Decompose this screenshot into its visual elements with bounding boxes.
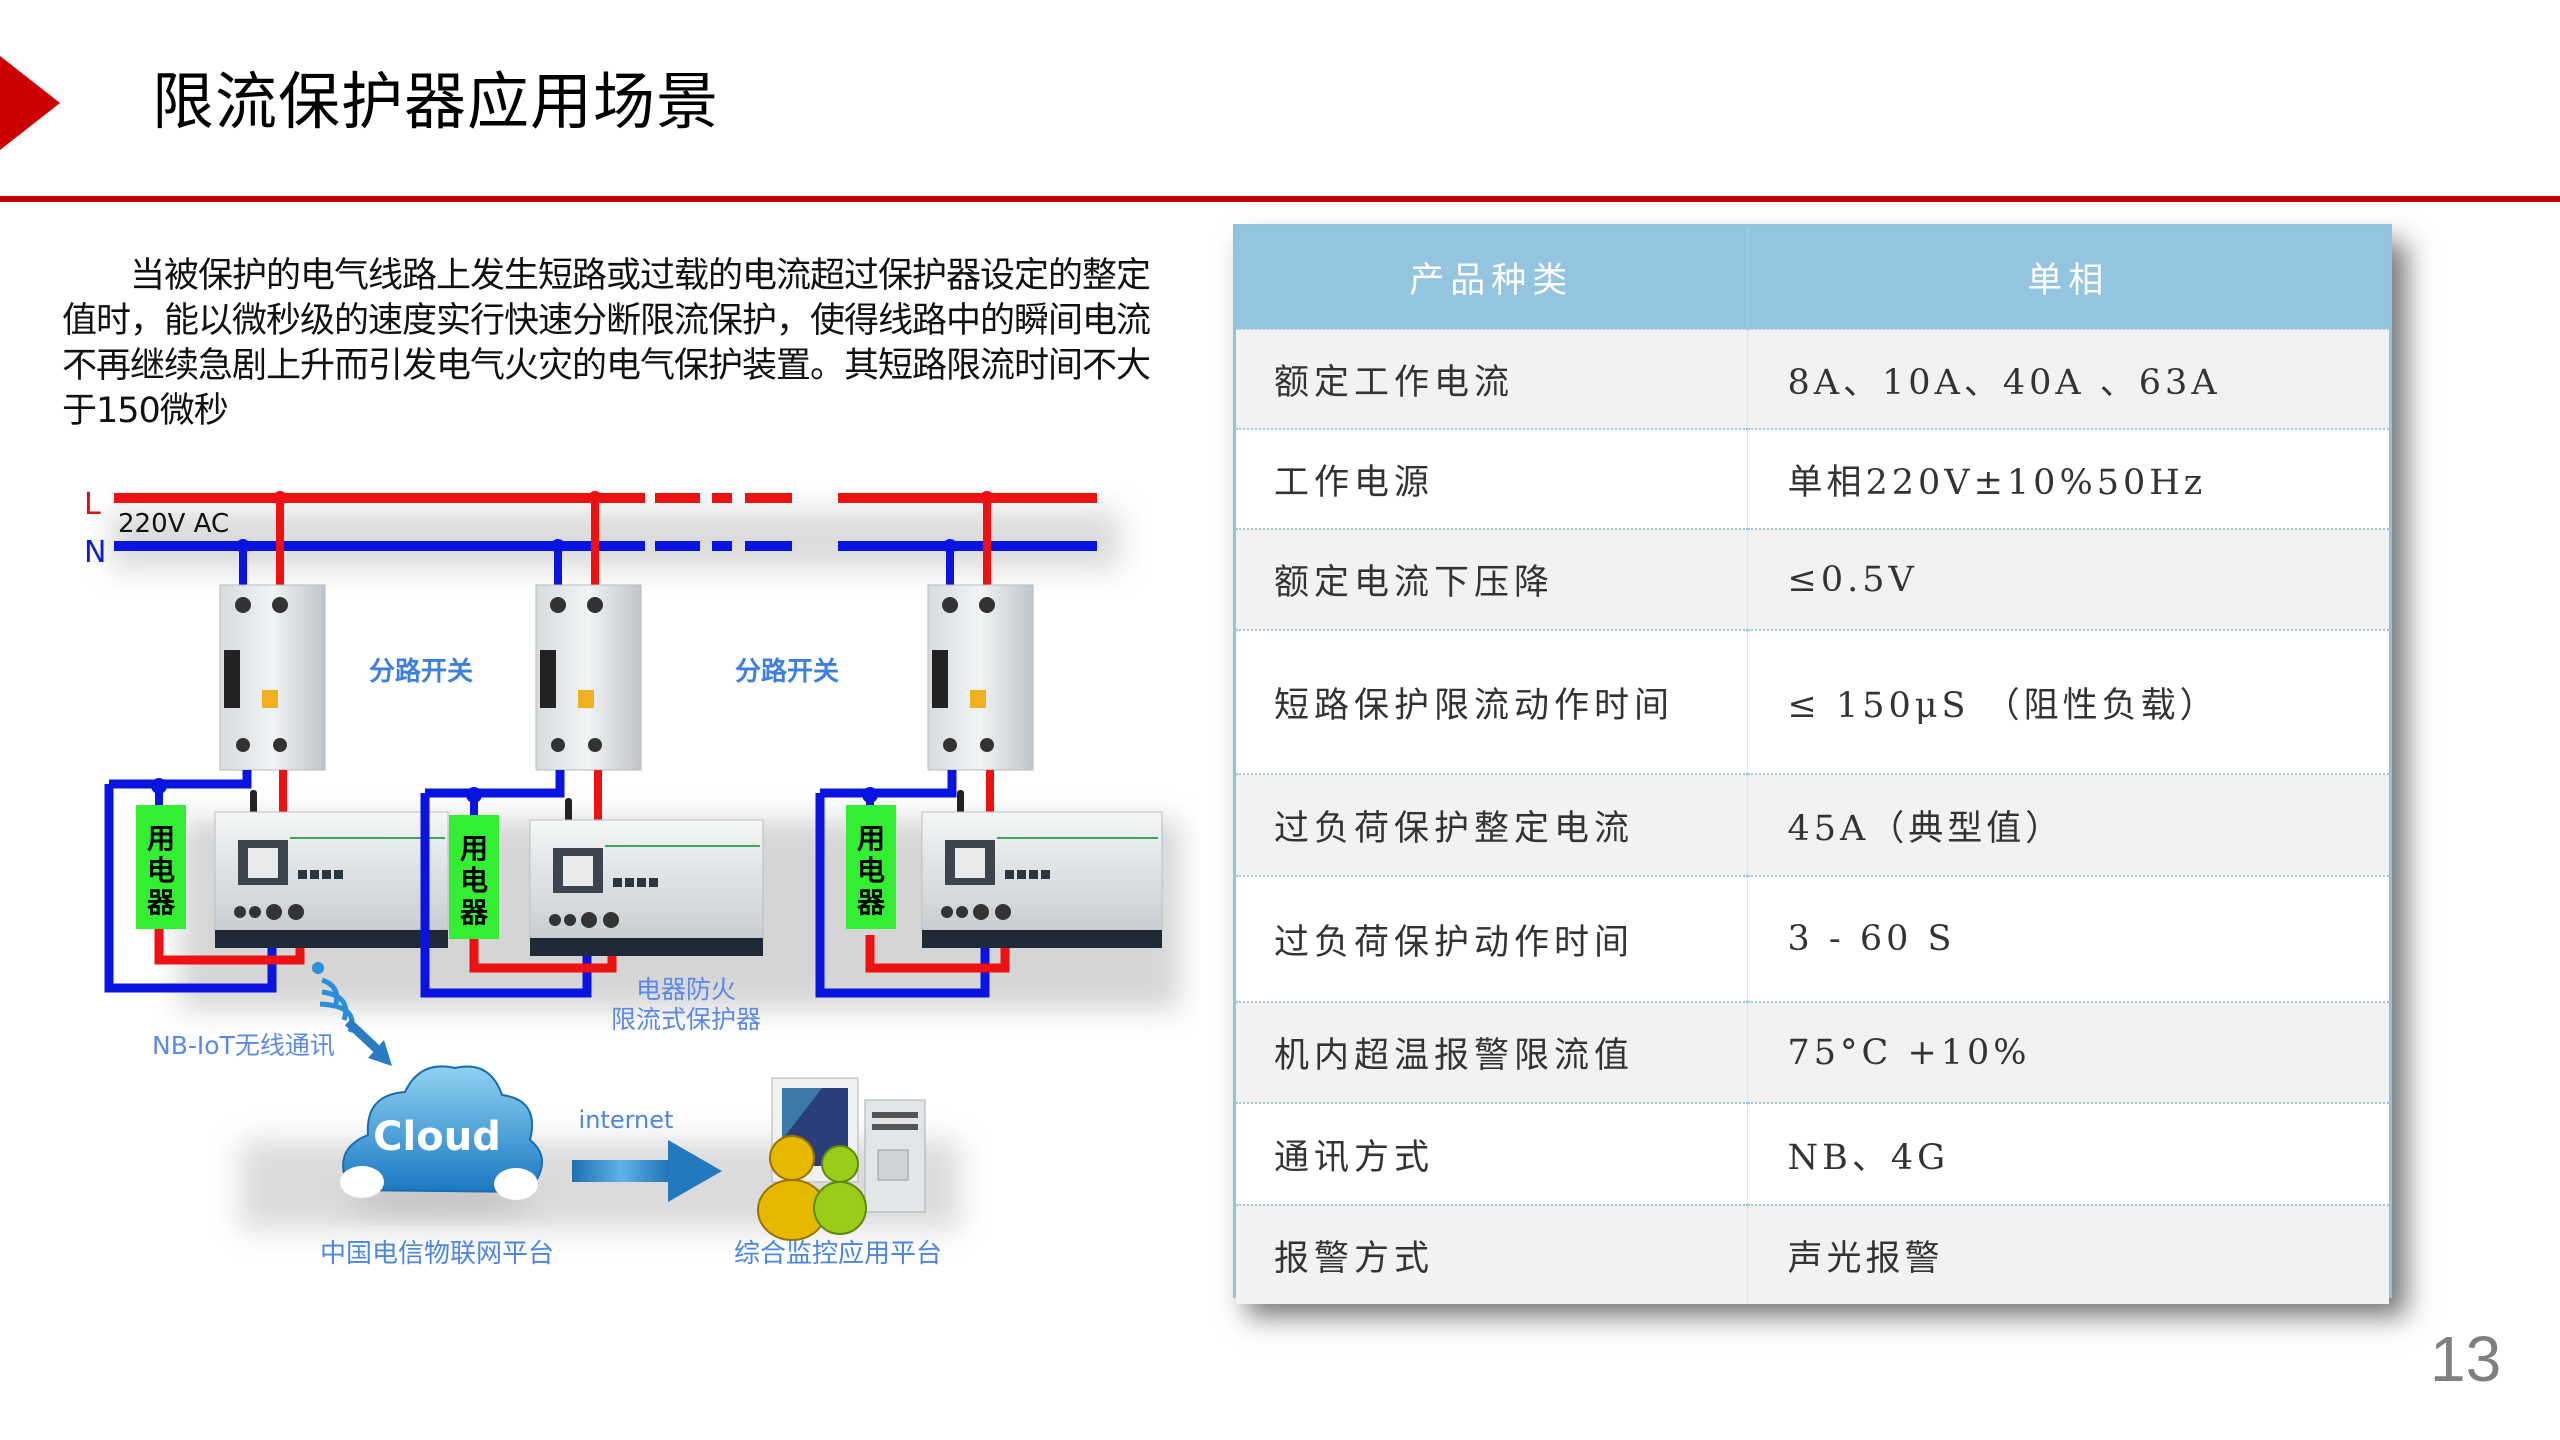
value-cell: 声光报警 (1747, 1204, 2389, 1304)
value-cell: 75°C +10% (1747, 1001, 2389, 1103)
table-row: 过负荷保护动作时间 3 - 60 S (1236, 875, 2389, 1002)
value-cell: NB、4G (1747, 1102, 2389, 1205)
value-cell: 单相220V±10%50Hz (1747, 428, 2389, 529)
load-label-char: 器 (856, 886, 886, 919)
load-label-char: 用 (147, 822, 175, 855)
table-row: 通讯方式 NB、4G (1236, 1102, 2389, 1205)
branch-circuit-1: 用 电 器 (104, 491, 449, 993)
limiting-protector-2 (529, 798, 764, 956)
param-cell: 工作电源 (1236, 428, 1748, 529)
spec-table: 产品种类 单相 额定工作电流 8A、10A、40A 、63A 工作电源 单相22… (1236, 227, 2389, 1304)
param-cell: 额定电流下压降 (1236, 528, 1748, 630)
application-diagram: L N 220V AC 用 电 器 (84, 487, 1180, 1269)
load-label-char: 用 (857, 822, 885, 855)
table-row: 工作电源 单相220V±10%50Hz (1236, 428, 2389, 529)
wireless-label: NB-IoT无线通讯 (152, 1031, 335, 1060)
table-row: 短路保护限流动作时间 ≤ 150μS （阻性负载） (1236, 629, 2389, 774)
branch-switch-label: 分路开关 (735, 656, 839, 687)
column-header-product-type: 产品种类 (1236, 227, 1748, 329)
page-number: 13 (2430, 1323, 2502, 1395)
load-label-char: 用 (460, 832, 488, 865)
cloud-text: Cloud (373, 1114, 501, 1160)
value-cell: ≤0.5V (1747, 528, 2389, 630)
title-arrow-icon (0, 56, 60, 150)
load-device-2: 用 电 器 (449, 815, 499, 939)
param-cell: 过负荷保护整定电流 (1236, 773, 1748, 876)
table-row: 报警方式 声光报警 (1236, 1204, 2389, 1304)
param-cell: 短路保护限流动作时间 (1236, 629, 1748, 774)
line-n-label: N (84, 535, 106, 570)
monitor-platform-label: 综合监控应用平台 (734, 1239, 942, 1269)
table-row: 额定工作电流 8A、10A、40A 、63A (1236, 328, 2389, 429)
table-row: 过负荷保护整定电流 45A（典型值） (1236, 773, 2389, 876)
spec-table-container: 产品种类 单相 额定工作电流 8A、10A、40A 、63A 工作电源 单相22… (1233, 224, 2392, 1304)
table-row: 额定电流下压降 ≤0.5V (1236, 528, 2389, 630)
load-device-1: 用 电 器 (136, 805, 186, 929)
breaker-switch-1 (219, 584, 326, 771)
load-device-3: 用 电 器 (846, 805, 896, 929)
uplink-arrow-icon (344, 1018, 392, 1066)
param-cell: 机内超温报警限流值 (1236, 1001, 1748, 1103)
param-cell: 报警方式 (1236, 1204, 1748, 1304)
load-label-char: 电 (147, 854, 175, 887)
value-cell: ≤ 150μS （阻性负载） (1747, 629, 2389, 774)
branch-circuit-3: 用 电 器 (815, 491, 1163, 998)
title-divider (0, 196, 2560, 202)
value-cell: 45A（典型值） (1747, 773, 2389, 876)
table-row: 机内超温报警限流值 75°C +10% (1236, 1001, 2389, 1103)
internet-label: internet (579, 1106, 674, 1134)
voltage-label: 220V AC (118, 509, 229, 539)
branch-switch-label: 分路开关 (369, 656, 473, 687)
protector-label-line1: 电器防火 (636, 975, 736, 1004)
value-cell: 3 - 60 S (1747, 875, 2389, 1002)
branch-circuit-2: 用 电 器 (420, 491, 764, 998)
breaker-switch-2 (535, 584, 642, 771)
intro-paragraph: 当被保护的电气线路上发生短路或过载的电流超过保护器设定的整定值时，能以微秒级的速… (62, 256, 1151, 431)
monitoring-computer-icon (757, 1077, 926, 1241)
line-l-label: L (84, 487, 101, 522)
load-label-char: 器 (459, 896, 489, 929)
limiting-protector-3 (921, 790, 1163, 948)
column-header-single-phase: 单相 (1747, 227, 2389, 329)
cloud-icon: Cloud (340, 1065, 543, 1214)
value-cell: 8A、10A、40A 、63A (1747, 328, 2389, 429)
param-cell: 额定工作电流 (1236, 328, 1748, 429)
load-label-char: 电 (460, 864, 488, 897)
breaker-switch-3 (927, 584, 1034, 771)
spec-table-header-row: 产品种类 单相 (1236, 227, 2389, 329)
protector-label-line2: 限流式保护器 (611, 1005, 761, 1034)
param-cell: 过负荷保护动作时间 (1236, 875, 1748, 1002)
page-title: 限流保护器应用场景 (152, 65, 720, 138)
load-label-char: 器 (146, 886, 176, 919)
load-label-char: 电 (857, 854, 885, 887)
param-cell: 通讯方式 (1236, 1102, 1748, 1205)
cloud-platform-label: 中国电信物联网平台 (320, 1239, 554, 1269)
internet-arrow-icon (572, 1140, 722, 1202)
limiting-protector-1 (214, 790, 449, 948)
